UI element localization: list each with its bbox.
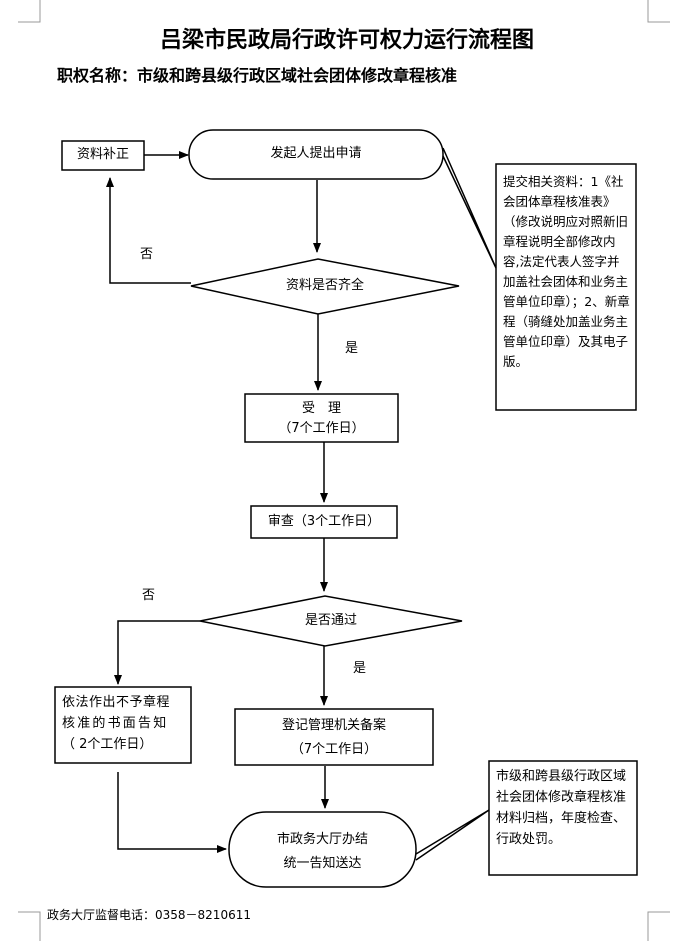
check-complete-label: 资料是否齐全 xyxy=(285,278,364,293)
accept-box xyxy=(244,393,399,443)
arrow-reject-to-end xyxy=(117,772,227,853)
review-label: 审查（3个工作日） xyxy=(267,514,381,529)
note-callout-archive xyxy=(415,809,490,861)
archive-note: 市级和跨县级行政区域社会团体修改章程核准材料归档，年度检查、行政处罚。 xyxy=(496,769,627,847)
branch-no-1: 否 xyxy=(140,247,154,262)
page-subtitle: 职权名称：市级和跨县级行政区域社会团体修改章程核准 xyxy=(57,66,458,85)
arrow-no-to-correction xyxy=(106,177,191,284)
check-pass-label: 是否通过 xyxy=(304,613,357,628)
crop-marks xyxy=(18,0,670,941)
branch-no-2: 否 xyxy=(142,588,156,603)
register-days: （7个工作日） xyxy=(290,742,378,757)
materials-note: 提交相关资料：1《社会团体章程核准表》（修改说明应对照新旧章程说明全部修改内容,… xyxy=(503,174,630,369)
start-terminal xyxy=(188,129,444,180)
reject-box xyxy=(54,686,192,764)
branch-yes-2: 是 xyxy=(353,661,367,676)
arrow-pass-no-to-reject xyxy=(114,620,200,685)
correction-label: 资料补正 xyxy=(76,147,129,162)
reject-line-2: 核准的书面告知 xyxy=(62,716,169,731)
decision-complete xyxy=(190,258,460,315)
branch-yes-1: 是 xyxy=(345,341,359,356)
end-terminal xyxy=(228,811,417,888)
start-label: 发起人提出申请 xyxy=(270,146,362,161)
footer-phone: 政务大厅监督电话：0358－8210611 xyxy=(47,908,251,922)
materials-note-box xyxy=(495,163,637,411)
note-callout-materials xyxy=(442,147,497,269)
end-line-1: 市政务大厅办结 xyxy=(276,832,368,847)
register-box xyxy=(234,708,434,766)
accept-label: 受 理 xyxy=(301,401,341,416)
reject-line-3: （ 2个工作日） xyxy=(62,737,153,752)
reject-line-1: 依法作出不予章程 xyxy=(62,695,171,710)
archive-note-box xyxy=(488,760,638,876)
accept-days: （7个工作日） xyxy=(278,421,365,436)
decision-pass xyxy=(199,595,463,647)
register-label: 登记管理机关备案 xyxy=(281,718,386,733)
end-line-2: 统一告知送达 xyxy=(283,856,362,871)
page-title: 吕梁市民政局行政许可权力运行流程图 xyxy=(159,28,534,53)
